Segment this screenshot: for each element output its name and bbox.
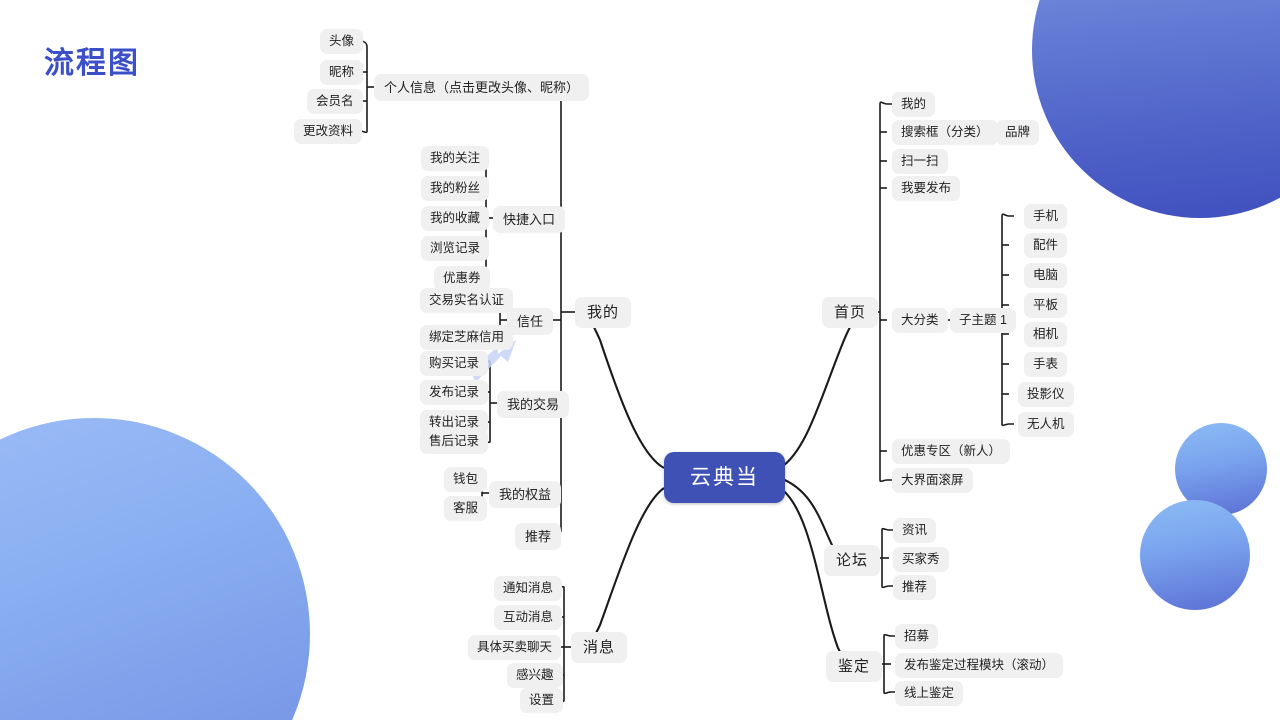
- group-node-personal-info[interactable]: 个人信息（点击更改头像、昵称）: [374, 74, 590, 101]
- decorative-circle-right-medium: [1140, 500, 1250, 610]
- leaf-node-change-profile[interactable]: 更改资料: [294, 119, 363, 144]
- leaf-node-search-box[interactable]: 搜索框（分类）: [892, 120, 998, 145]
- leaf-node-interactive-message[interactable]: 互动消息: [494, 605, 563, 630]
- leaf-node-my-fans[interactable]: 我的粉丝: [421, 176, 490, 201]
- leaf-node-avatar[interactable]: 头像: [320, 29, 364, 54]
- leaf-node-aftersale-record[interactable]: 售后记录: [420, 429, 489, 454]
- leaf-node-online-appraisal[interactable]: 线上鉴定: [895, 681, 964, 706]
- branch-node-forum[interactable]: 论坛: [824, 545, 881, 576]
- leaf-node-fullscreen-scroll[interactable]: 大界面滚屏: [892, 468, 973, 493]
- leaf-node-brand[interactable]: 品牌: [996, 120, 1040, 145]
- group-node-quick-entry[interactable]: 快捷入口: [493, 206, 566, 233]
- branch-node-home[interactable]: 首页: [822, 297, 879, 328]
- leaf-node-nickname[interactable]: 昵称: [320, 60, 364, 85]
- decorative-circle-right-small: [1175, 423, 1267, 515]
- leaf-node-appraisal-process-module[interactable]: 发布鉴定过程模块（滚动）: [895, 653, 1064, 678]
- group-node-my-transactions[interactable]: 我的交易: [497, 391, 570, 418]
- center-node-root[interactable]: 云典当: [664, 452, 785, 503]
- leaf-node-notification-message[interactable]: 通知消息: [494, 576, 563, 601]
- leaf-node-browse-history[interactable]: 浏览记录: [421, 236, 490, 261]
- branch-node-appraisal[interactable]: 鉴定: [826, 651, 883, 682]
- leaf-node-customer-service[interactable]: 客服: [444, 496, 488, 521]
- leaf-node-my-favorites[interactable]: 我的收藏: [421, 206, 490, 231]
- leaf-node-publish[interactable]: 我要发布: [892, 176, 961, 201]
- leaf-node-interested[interactable]: 感兴趣: [507, 663, 563, 688]
- leaf-node-computer[interactable]: 电脑: [1024, 263, 1068, 288]
- leaf-node-realname-verification[interactable]: 交易实名认证: [420, 288, 514, 313]
- leaf-node-trade-chat[interactable]: 具体买卖聊天: [468, 635, 562, 660]
- leaf-node-buyer-show[interactable]: 买家秀: [893, 547, 949, 572]
- leaf-node-accessory[interactable]: 配件: [1024, 233, 1068, 258]
- leaf-node-recruit[interactable]: 招募: [895, 624, 939, 649]
- group-node-recommend-mine[interactable]: 推荐: [515, 523, 562, 550]
- leaf-node-projector[interactable]: 投影仪: [1018, 382, 1074, 407]
- leaf-node-wallet[interactable]: 钱包: [444, 467, 488, 492]
- leaf-node-discount-zone[interactable]: 优惠专区（新人）: [892, 439, 1011, 464]
- leaf-node-recommend-forum[interactable]: 推荐: [893, 575, 937, 600]
- leaf-node-member-name[interactable]: 会员名: [307, 89, 363, 114]
- leaf-node-tablet[interactable]: 平板: [1024, 293, 1068, 318]
- leaf-node-coupon[interactable]: 优惠券: [434, 266, 490, 291]
- leaf-node-scan[interactable]: 扫一扫: [892, 149, 948, 174]
- leaf-node-settings[interactable]: 设置: [520, 688, 564, 713]
- branch-node-mine[interactable]: 我的: [575, 297, 632, 328]
- leaf-node-camera[interactable]: 相机: [1024, 322, 1068, 347]
- leaf-node-drone[interactable]: 无人机: [1018, 412, 1074, 437]
- leaf-node-home-mine[interactable]: 我的: [892, 92, 936, 117]
- branch-node-message[interactable]: 消息: [571, 632, 628, 663]
- leaf-node-zhima-credit[interactable]: 绑定芝麻信用: [420, 325, 514, 350]
- leaf-node-publish-record[interactable]: 发布记录: [420, 380, 489, 405]
- group-node-my-benefits[interactable]: 我的权益: [489, 481, 562, 508]
- leaf-node-phone[interactable]: 手机: [1024, 204, 1068, 229]
- leaf-node-my-following[interactable]: 我的关注: [421, 146, 490, 171]
- group-node-trust[interactable]: 信任: [507, 308, 554, 335]
- leaf-node-watch[interactable]: 手表: [1024, 352, 1068, 377]
- leaf-node-purchase-record[interactable]: 购买记录: [420, 351, 489, 376]
- leaf-node-big-category[interactable]: 大分类: [892, 308, 948, 333]
- leaf-node-news[interactable]: 资讯: [893, 518, 937, 543]
- page-title: 流程图: [44, 47, 140, 80]
- leaf-node-subtopic-1[interactable]: 子主题 1: [950, 308, 1016, 333]
